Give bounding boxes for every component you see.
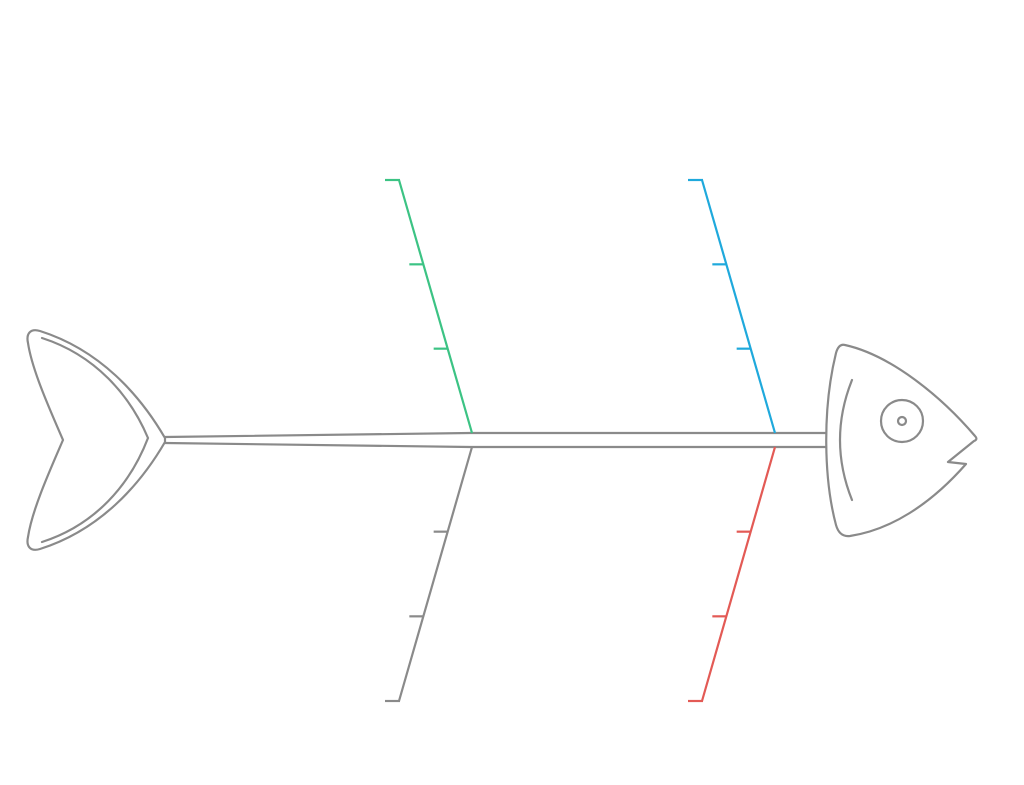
bone-line <box>700 446 777 702</box>
tail-outline <box>26 329 167 551</box>
category-bone-top-left <box>385 178 474 434</box>
eye-pupil <box>896 415 908 427</box>
bone-line <box>397 446 474 702</box>
spine-top-line <box>163 431 828 439</box>
spine-bottom-line <box>163 441 828 449</box>
bones-group <box>385 178 777 703</box>
category-bone-bottom-left <box>385 446 474 703</box>
fish-spine <box>163 431 828 449</box>
gill-line <box>838 378 854 502</box>
bone-line <box>397 179 474 434</box>
fish-head <box>825 343 978 538</box>
category-bone-bottom-right <box>688 446 777 703</box>
head-outline <box>825 343 978 538</box>
category-bone-top-right <box>688 178 777 434</box>
fish-tail <box>26 329 167 551</box>
eye-outer <box>879 398 925 444</box>
tail-inner-line <box>40 336 150 544</box>
bone-line <box>700 179 777 434</box>
